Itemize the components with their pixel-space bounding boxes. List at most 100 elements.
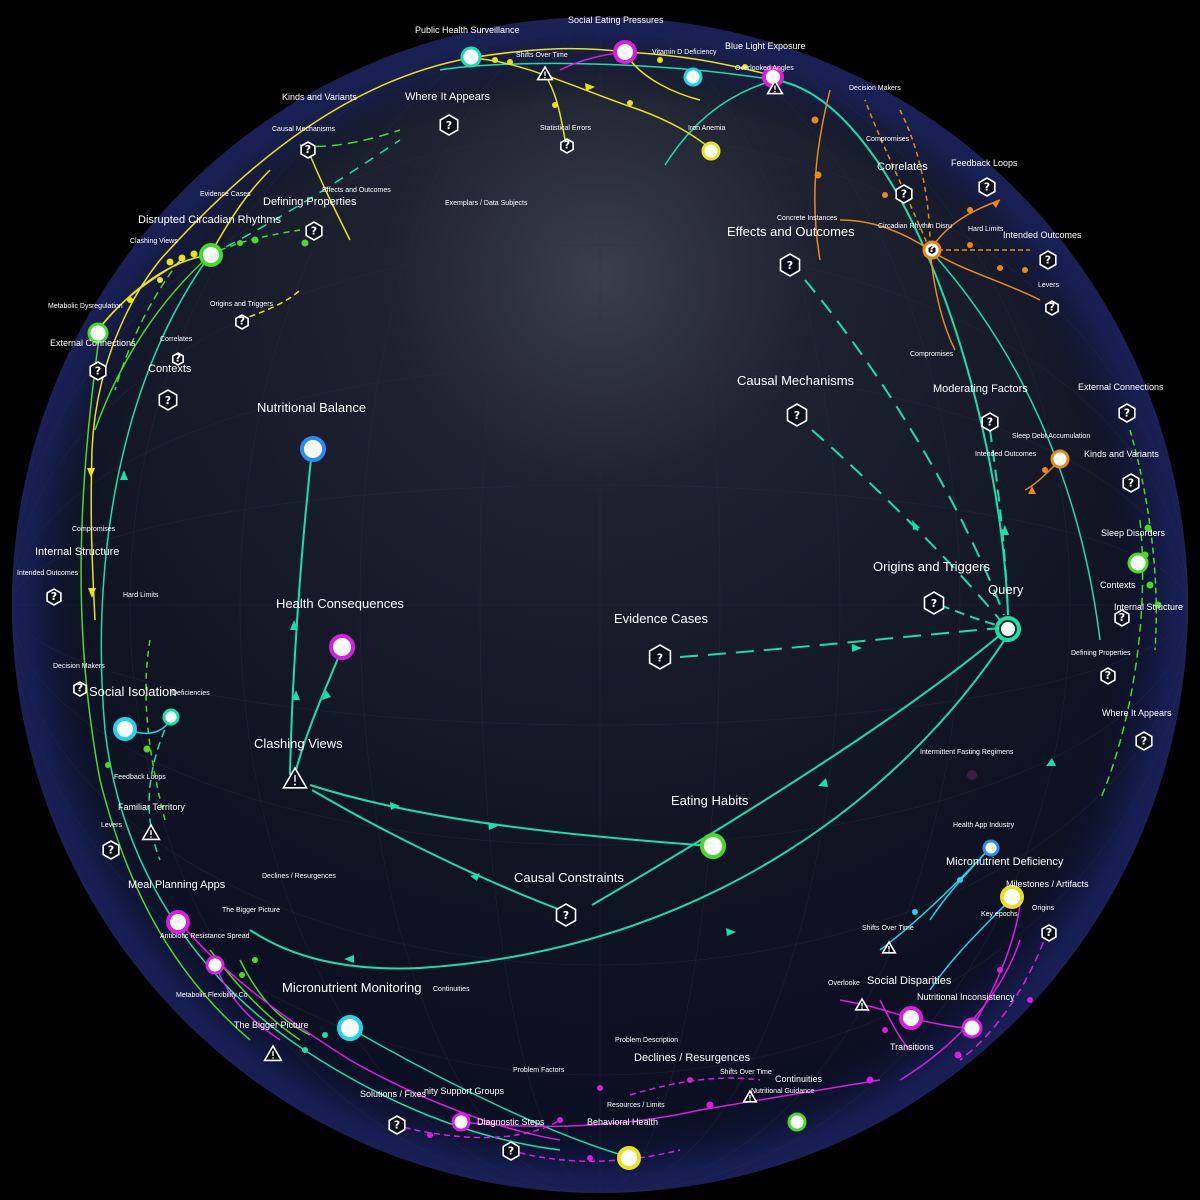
label-levers-top: Levers <box>1038 282 1060 289</box>
label-problem-description: Problem Description <box>615 1037 678 1044</box>
question-hex-icon[interactable]: ? <box>560 138 574 154</box>
question-hex-icon[interactable]: ? <box>89 361 107 381</box>
question-hex-icon[interactable]: ? <box>172 351 184 366</box>
label-decision-makers-top: Decision Makers <box>849 85 901 92</box>
node-sleep-debt[interactable] <box>1050 449 1070 469</box>
warning-triangle-icon[interactable] <box>282 766 308 789</box>
node-antibiotic-resistance[interactable] <box>205 955 225 975</box>
svg-text:?: ? <box>931 597 937 610</box>
label-circadian-disru: Circadian Rhythm Disru <box>878 223 952 230</box>
question-hex-icon[interactable]: ? <box>978 177 996 197</box>
question-hex-icon[interactable]: ? <box>786 403 808 427</box>
edge-magenta-2 <box>459 1079 881 1128</box>
warning-nodes[interactable] <box>141 65 897 1103</box>
label-external-right: External Connections <box>1078 382 1164 392</box>
question-hex-icon[interactable]: ? <box>235 314 249 330</box>
node-metabolic-dysregulation[interactable] <box>87 322 109 344</box>
question-hex-icon[interactable]: ? <box>1122 473 1140 493</box>
question-hex-icon[interactable]: ? <box>1045 300 1059 316</box>
question-hex-icon[interactable]: ? <box>502 1141 520 1161</box>
question-hex-icon[interactable]: ? <box>439 114 459 136</box>
label-blue-light: Blue Light Exposure <box>725 41 806 51</box>
label-public-health: Public Health Surveillance <box>415 25 520 35</box>
label-causal-mechanisms-center: Causal Mechanisms <box>737 373 855 388</box>
node-behavioral-health[interactable] <box>617 1146 641 1170</box>
node-nutritional-balance[interactable] <box>300 436 326 462</box>
node-intermittent-fasting[interactable] <box>967 770 977 780</box>
label-familiar-territory: Familiar Territory <box>118 802 185 812</box>
warning-triangle-icon[interactable] <box>742 1089 758 1103</box>
node-health-consequences[interactable] <box>329 634 355 660</box>
label-where-right: Where It Appears <box>1102 708 1172 718</box>
edge-magenta-9 <box>509 1149 681 1162</box>
warning-triangle-icon[interactable] <box>881 940 897 954</box>
question-hex-icon[interactable]: ? <box>46 588 62 606</box>
question-hex-icon[interactable]: ? <box>1114 609 1130 627</box>
node-eating-habits[interactable] <box>700 833 726 859</box>
node-disrupted-circadian[interactable] <box>199 243 223 267</box>
warning-triangle-icon[interactable] <box>854 997 870 1011</box>
question-hex-icon[interactable]: ? <box>73 681 87 697</box>
label-community: nity Support Groups <box>424 1086 505 1096</box>
node-milestones[interactable] <box>1000 885 1024 909</box>
node-social-isolation[interactable] <box>113 717 137 741</box>
question-hex-icon[interactable]: ? <box>102 840 120 860</box>
node-meal-planning-apps[interactable] <box>166 910 190 934</box>
label-resources: Resources / Limits <box>607 1102 665 1109</box>
node-sleep-disorders[interactable] <box>1127 552 1149 574</box>
question-hex-icon[interactable]: ? <box>779 253 801 277</box>
question-hex-icon[interactable]: ? <box>158 389 178 411</box>
edge-green-right-ring-2 <box>1129 429 1157 651</box>
label-declines-bottom: Declines / Resurgences <box>634 1052 751 1064</box>
node-health-app-industry[interactable] <box>982 839 1000 857</box>
node-social-eating-pressures[interactable] <box>613 40 637 64</box>
svg-text:?: ? <box>165 394 171 407</box>
question-hex-icon[interactable]: ? <box>648 644 672 670</box>
node-micronutrient-monitoring[interactable] <box>337 1015 363 1041</box>
label-where-top: Where It Appears <box>405 91 490 103</box>
warning-triangle-icon[interactable] <box>263 1044 283 1062</box>
node-public-health-surveillance[interactable] <box>460 46 482 68</box>
label-origins-triggers-right: Origins and Triggers <box>873 559 991 574</box>
svg-text:?: ? <box>446 119 452 132</box>
svg-text:?: ? <box>77 682 83 695</box>
question-hex-icon[interactable]: ? <box>1100 667 1116 685</box>
svg-text:?: ? <box>1105 669 1111 682</box>
label-shifts-top: Shifts Over Time <box>516 52 568 59</box>
question-hex-icon[interactable]: ? <box>1039 250 1057 270</box>
question-hex-icon[interactable]: ? <box>1041 924 1057 942</box>
question-hex-icon[interactable]: ? <box>981 412 999 432</box>
warning-triangle-icon[interactable] <box>536 65 554 81</box>
question-hex-icon[interactable]: ? <box>1118 403 1136 423</box>
node-nutritional-guidance[interactable] <box>787 1112 807 1132</box>
warning-triangle-icon[interactable] <box>141 823 161 841</box>
question-hex-icon[interactable]: ? <box>388 1115 406 1135</box>
label-contexts-right: Contexts <box>1100 580 1136 590</box>
label-intended-left: Intended Outcomes <box>17 570 79 577</box>
question-hex-icon[interactable]: ? <box>895 184 913 204</box>
question-hex-icon[interactable]: ? <box>305 221 323 241</box>
question-hex-icon[interactable]: ? <box>926 242 938 256</box>
question-hex-icon[interactable]: ? <box>300 141 316 159</box>
label-causal-constraints: Causal Constraints <box>514 870 624 885</box>
node-vitamin-d[interactable] <box>683 67 703 87</box>
edge-yellow-left-4 <box>209 169 271 256</box>
question-hex-icon[interactable]: ? <box>923 591 945 615</box>
question-nodes[interactable]: ?????????????????????????????? <box>46 114 1153 1161</box>
node-social-disparities[interactable] <box>899 1006 923 1030</box>
node-diagnostic-steps[interactable] <box>451 1112 471 1132</box>
node-iron-anemia[interactable] <box>701 141 721 161</box>
label-clashing-views-center: Clashing Views <box>254 736 343 751</box>
node-deficiencies[interactable] <box>162 708 180 726</box>
edge-arrowheads <box>87 83 1056 963</box>
label-kinds-right: Kinds and Variants <box>1084 449 1159 459</box>
question-hex-icon[interactable]: ? <box>555 903 577 927</box>
node-nutritional-inconsistency[interactable] <box>961 1017 983 1039</box>
question-hex-icon[interactable]: ? <box>1135 731 1153 751</box>
warning-triangle-icon[interactable] <box>766 79 784 95</box>
label-decision-makers-left: Decision Makers <box>53 663 105 670</box>
edge-teal-top-right <box>664 79 776 166</box>
label-key-epochs: Key epochs <box>981 911 1018 918</box>
edge-orange-3 <box>929 249 1041 301</box>
